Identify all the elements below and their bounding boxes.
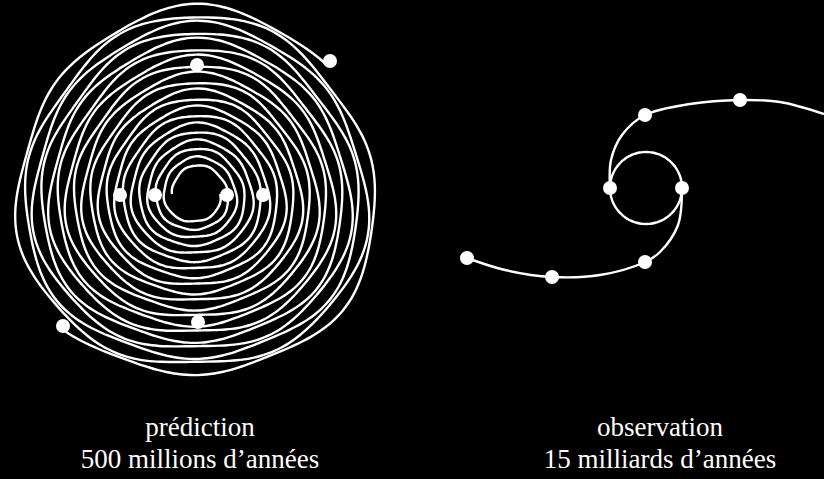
spiral-core xyxy=(610,152,682,224)
star-dot xyxy=(191,315,205,329)
star-dot xyxy=(460,251,474,265)
star-dot xyxy=(733,93,747,107)
star-dot xyxy=(638,255,652,269)
panel-caption: prédiction xyxy=(40,412,360,442)
star-dot xyxy=(638,108,652,122)
star-dot xyxy=(675,181,689,195)
star-dot xyxy=(113,188,127,202)
spiral-arm xyxy=(15,4,369,362)
time-span: 15 milliards d’années xyxy=(500,444,820,474)
star-dot xyxy=(323,54,337,68)
star-dot xyxy=(256,188,270,202)
spiral-arm xyxy=(467,188,682,277)
star-dot xyxy=(56,319,70,333)
spiral-arm xyxy=(610,100,824,188)
star-dot xyxy=(190,58,204,72)
star-dot xyxy=(545,270,559,284)
panel-caption: observation xyxy=(500,412,820,442)
time-span: 500 millions d’années xyxy=(40,444,360,474)
star-dot xyxy=(148,188,162,202)
star-dot xyxy=(603,181,617,195)
spiral-arm xyxy=(25,17,375,375)
star-dot xyxy=(220,188,234,202)
